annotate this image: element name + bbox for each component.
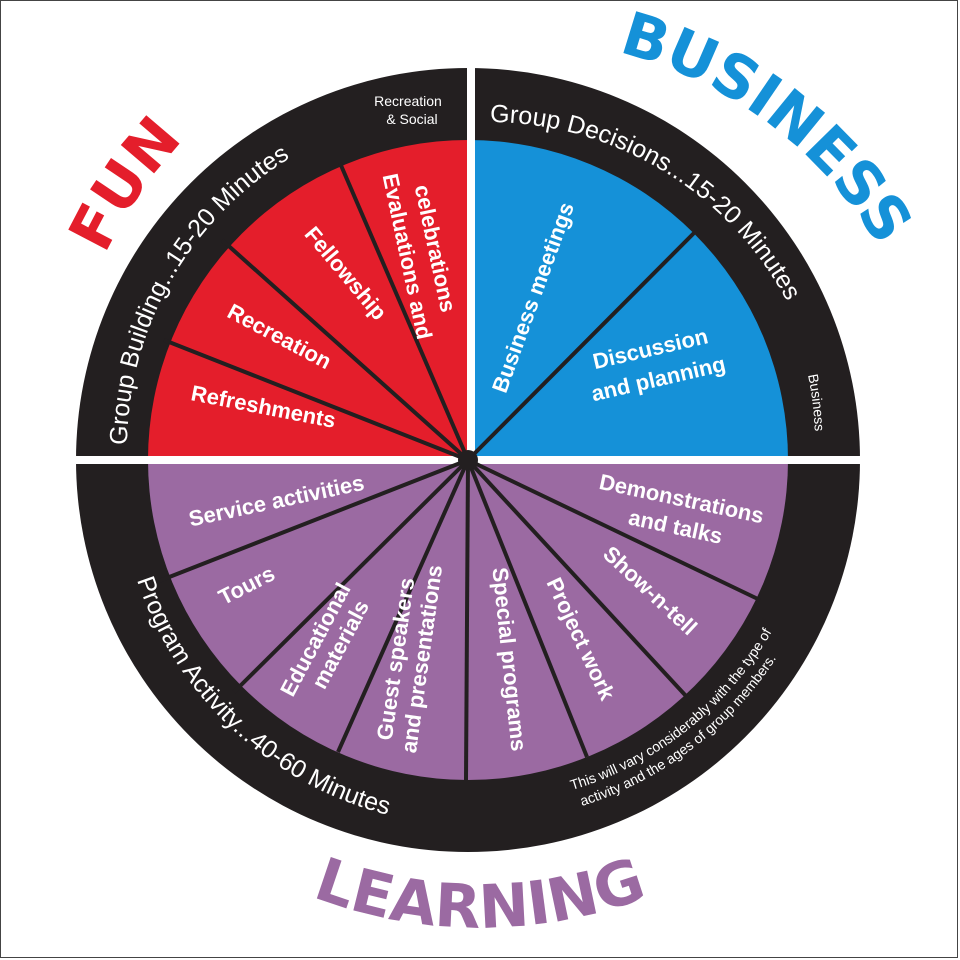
spoke	[338, 162, 470, 461]
spoke	[153, 458, 469, 585]
spoke	[466, 231, 696, 462]
spoke	[464, 459, 470, 781]
title-learning: LEARNING	[307, 845, 653, 944]
spoke	[466, 458, 688, 698]
spoke	[467, 458, 761, 602]
spoke	[163, 338, 469, 462]
ring-label-recreation-social-1: Recreation	[374, 93, 442, 109]
spoke	[466, 459, 589, 758]
spoke	[220, 238, 470, 462]
spoke	[336, 459, 470, 753]
ring-label-recreation-social-2: & Social	[386, 111, 437, 127]
fun-sector	[148, 140, 468, 460]
center-hub	[458, 450, 478, 470]
spokes	[153, 162, 761, 781]
spoke	[232, 458, 470, 694]
